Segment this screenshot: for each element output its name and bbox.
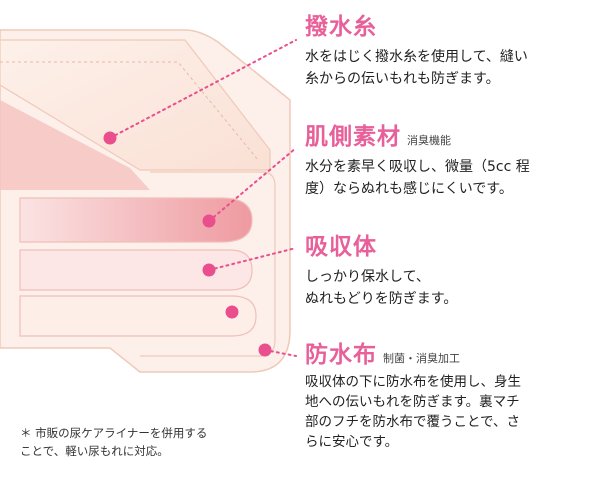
label-cloth: 防水布制菌・消臭加工 吸収体の下に防水布を使用し、身生 地への伝いもれを防ぎます… xyxy=(305,342,521,452)
desc-line: ぬれもどりを防ぎます。 xyxy=(305,291,458,308)
label-absorber-title: 吸収体 xyxy=(305,234,377,260)
marker-dot-absorber xyxy=(202,263,216,277)
desc-line: 地への伝いもれを防ぎます。裏マチ xyxy=(305,394,520,411)
desc-line: らに安心です。 xyxy=(305,434,399,451)
desc-line: 水分を素早く吸収し、微量（5cc 程 xyxy=(305,159,530,176)
absorber-layer xyxy=(19,249,253,291)
label-absorber-desc: しっかり保水して、 ぬれもどりを防ぎます。 xyxy=(305,266,457,310)
leader-line-thread xyxy=(109,39,297,139)
label-skin-heading: 肌側素材消臭機能 xyxy=(305,124,530,150)
label-thread-desc: 水をはじく撥水糸を使用して、縫い 糸からの伝いもれも防ぎます。 xyxy=(305,46,528,90)
label-cloth-sub: 制菌・消臭加工 xyxy=(383,352,460,365)
skin-layer xyxy=(19,197,253,243)
label-skin-desc: 水分を素早く吸収し、微量（5cc 程 度）ならぬれも感じにくいです。 xyxy=(305,156,530,200)
marker-dot-skin xyxy=(202,214,216,228)
leader-line-skin xyxy=(208,147,297,222)
label-cloth-title: 防水布 xyxy=(305,342,377,368)
desc-line: 度）ならぬれも感じにくいです。 xyxy=(305,181,513,198)
desc-line: 糸からの伝いもれも防ぎます。 xyxy=(305,71,500,88)
desc-line: 水をはじく撥水糸を使用して、縫い xyxy=(305,49,528,66)
label-cloth-desc: 吸収体の下に防水布を使用し、身生 地への伝いもれを防ぎます。裏マチ 部のフチを防… xyxy=(305,372,521,452)
skin-upper-area xyxy=(0,100,230,190)
label-skin-sub: 消臭機能 xyxy=(407,134,451,147)
label-absorber: 吸収体 しっかり保水して、 ぬれもどりを防ぎます。 xyxy=(305,234,457,310)
label-skin-title: 肌側素材 xyxy=(305,124,401,150)
marker-dot-thread xyxy=(103,131,117,145)
desc-line: 吸収体の下に防水布を使用し、身生 xyxy=(305,374,521,391)
footnote-line: ＊ 市販の尿ケアライナーを併用する xyxy=(20,426,208,440)
marker-dot-waterproof xyxy=(225,305,239,319)
label-thread-title: 撥水糸 xyxy=(305,14,377,40)
label-thread: 撥水糸 水をはじく撥水糸を使用して、縫い 糸からの伝いもれも防ぎます。 xyxy=(305,14,528,90)
label-skin: 肌側素材消臭機能 水分を素早く吸収し、微量（5cc 程 度）ならぬれも感じにくい… xyxy=(305,124,530,200)
footnote-line: ことで、軽い尿もれに対応。 xyxy=(20,444,169,458)
waterproof-layer xyxy=(19,295,257,337)
marker-dot-cloth-edge xyxy=(258,343,272,357)
leader-line-absorber xyxy=(208,247,297,271)
label-cloth-heading: 防水布制菌・消臭加工 xyxy=(305,342,521,368)
desc-line: 部のフチを防水布で覆うことで、さ xyxy=(305,414,521,431)
desc-line: しっかり保水して、 xyxy=(305,269,430,286)
footnote: ＊ 市販の尿ケアライナーを併用する ことで、軽い尿もれに対応。 xyxy=(20,424,207,460)
